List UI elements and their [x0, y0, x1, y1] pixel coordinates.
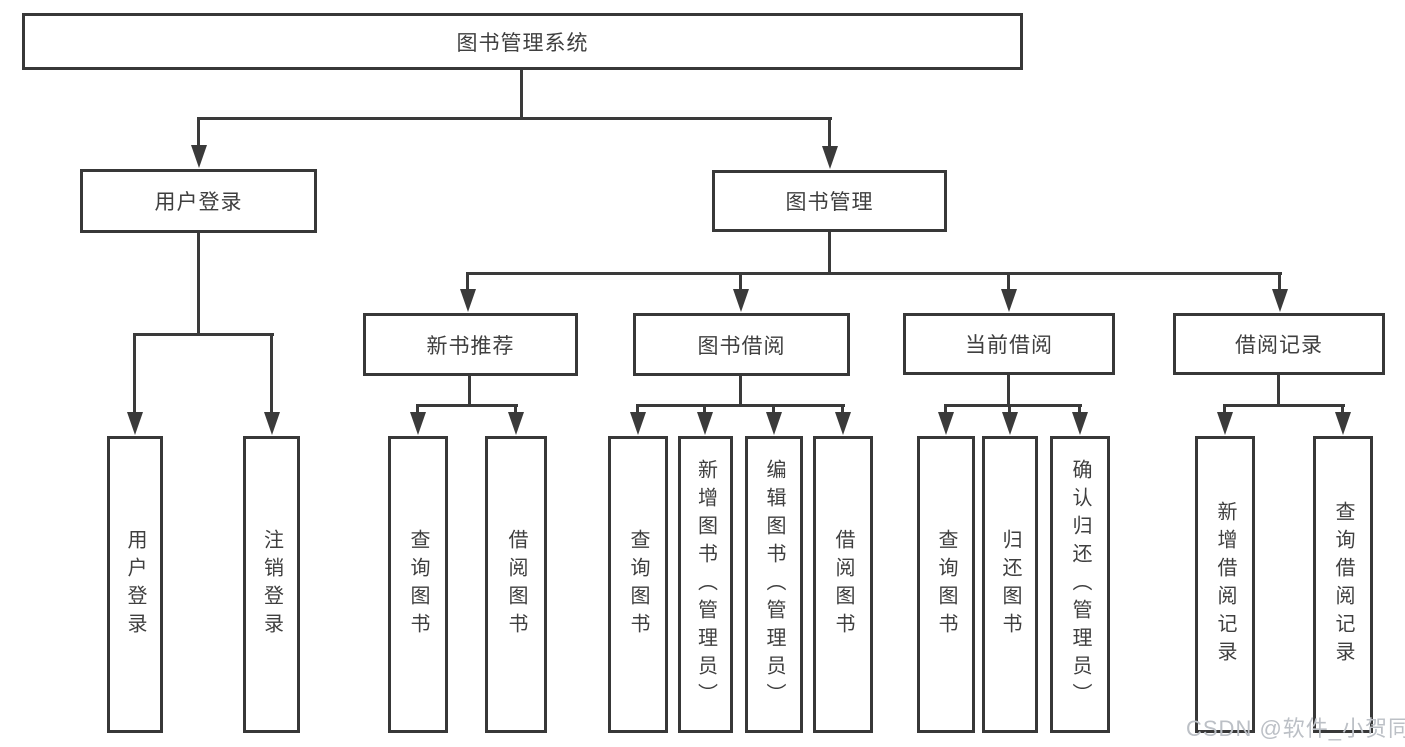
arrowhead-down-icon [822, 146, 838, 169]
arrowhead-down-icon [938, 412, 954, 435]
leaf-borrow-books-borrowing: 借阅图书 [813, 436, 873, 733]
watermark: CSDN @软件_小贺同学 [1186, 716, 1405, 741]
arrowhead-down-icon [410, 412, 426, 435]
leaf-label: 编辑图书（管理员） [763, 458, 785, 711]
node-label: 图书管理系统 [456, 31, 589, 55]
leaf-edit-book-admin: 编辑图书（管理员） [745, 436, 803, 733]
connector-vline [1007, 272, 1010, 292]
arrowhead-down-icon [191, 145, 207, 168]
connector-vline [133, 333, 136, 417]
connector-vline [416, 404, 419, 414]
node-label: 图书借阅 [697, 334, 786, 358]
node-new-book-recommendation: 新书推荐 [363, 313, 578, 376]
leaf-add-book-admin: 新增图书（管理员） [678, 436, 733, 733]
arrowhead-down-icon [630, 412, 646, 435]
connector-vline [1223, 404, 1226, 414]
node-book-management: 图书管理 [712, 170, 947, 232]
leaf-borrow-books-recommend: 借阅图书 [485, 436, 547, 733]
leaf-logout: 注销登录 [243, 436, 300, 733]
connector-hline [944, 404, 1082, 407]
leaf-query-books-recommend: 查询图书 [388, 436, 448, 733]
connector-vline [1007, 375, 1010, 407]
leaf-label: 查询借阅记录 [1332, 500, 1354, 669]
connector-hline [197, 117, 832, 120]
arrowhead-down-icon [1072, 412, 1088, 435]
connector-vline [739, 272, 742, 292]
connector-vline [1341, 404, 1344, 414]
node-current-borrowing: 当前借阅 [903, 313, 1115, 375]
node-book-borrowing: 图书借阅 [633, 313, 850, 376]
leaf-return-books: 归还图书 [982, 436, 1038, 733]
arrowhead-down-icon [1335, 412, 1351, 435]
leaf-label: 新增借阅记录 [1214, 500, 1236, 669]
node-borrowing-records: 借阅记录 [1173, 313, 1385, 375]
connector-vline [1277, 375, 1280, 407]
connector-vline [197, 233, 200, 336]
node-label: 新书推荐 [426, 334, 515, 358]
connector-vline [841, 404, 844, 414]
arrowhead-down-icon [1272, 289, 1288, 312]
connector-vline [636, 404, 639, 414]
connector-vline [520, 70, 523, 119]
arrowhead-down-icon [697, 412, 713, 435]
leaf-label: 注销登录 [260, 528, 283, 641]
arrowhead-down-icon [733, 289, 749, 312]
connector-hline [133, 333, 274, 336]
connector-vline [1008, 404, 1011, 414]
connector-hline [466, 272, 1282, 275]
connector-vline [514, 404, 517, 414]
leaf-label: 新增图书（管理员） [694, 458, 717, 711]
connector-vline [944, 404, 947, 414]
arrowhead-down-icon [508, 412, 524, 435]
connector-vline [828, 117, 831, 150]
node-library-management-system: 图书管理系统 [22, 13, 1023, 70]
arrowhead-down-icon [835, 412, 851, 435]
node-user-login: 用户登录 [80, 169, 317, 233]
leaf-user-login: 用户登录 [107, 436, 163, 733]
connector-vline [197, 117, 200, 149]
arrowhead-down-icon [264, 412, 280, 435]
connector-vline [772, 404, 775, 414]
leaf-label: 查询图书 [407, 528, 429, 641]
connector-vline [1278, 272, 1281, 292]
arrowhead-down-icon [127, 412, 143, 435]
node-label: 当前借阅 [965, 334, 1053, 357]
connector-hline [636, 404, 845, 407]
connector-hline [1223, 404, 1345, 407]
arrowhead-down-icon [1001, 289, 1017, 312]
leaf-query-books-borrowing: 查询图书 [608, 436, 668, 733]
leaf-confirm-return-admin: 确认归还（管理员） [1050, 436, 1110, 733]
leaf-label: 借阅图书 [505, 528, 527, 641]
node-label: 用户登录 [154, 191, 243, 214]
connector-vline [466, 272, 469, 292]
connector-vline [468, 376, 471, 407]
leaf-label: 查询图书 [627, 528, 649, 641]
connector-vline [1078, 404, 1081, 414]
node-label: 图书管理 [785, 191, 874, 214]
leaf-label: 归还图书 [999, 528, 1021, 641]
leaf-label: 借阅图书 [832, 528, 854, 641]
arrowhead-down-icon [460, 289, 476, 312]
connector-vline [703, 404, 706, 414]
leaf-label: 查询图书 [935, 528, 957, 641]
leaf-add-borrow-record: 新增借阅记录 [1195, 436, 1255, 733]
connector-vline [828, 232, 831, 275]
arrowhead-down-icon [1002, 412, 1018, 435]
connector-vline [270, 333, 273, 417]
leaf-label: 确认归还（管理员） [1069, 458, 1091, 711]
arrowhead-down-icon [766, 412, 782, 435]
leaf-query-books-current: 查询图书 [917, 436, 975, 733]
connector-hline [416, 404, 518, 407]
leaf-query-borrow-record: 查询借阅记录 [1313, 436, 1373, 733]
connector-vline [739, 376, 742, 407]
leaf-label: 用户登录 [124, 528, 146, 641]
node-label: 借阅记录 [1235, 334, 1323, 357]
arrowhead-down-icon [1217, 412, 1233, 435]
